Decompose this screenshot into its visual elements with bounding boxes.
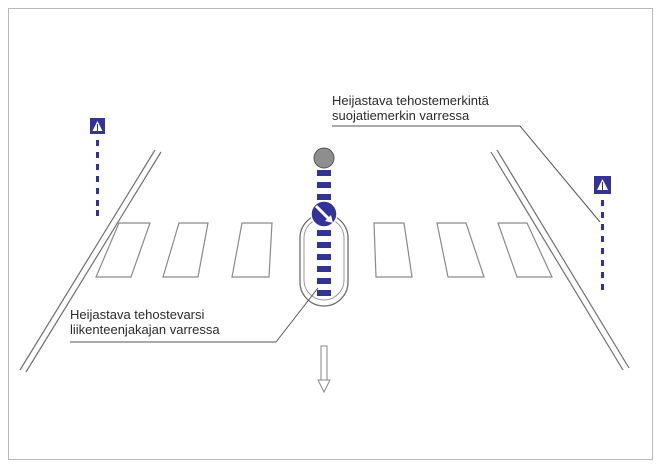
annotation-reflective-arm: Heijastava tehostevarsi liikenteenjakaja… xyxy=(70,307,220,337)
left-road-edge xyxy=(19,149,162,373)
annotation-line: liikenteenjakajan varressa xyxy=(70,322,220,337)
right-crossing-sign xyxy=(594,176,611,290)
zebra-crossing xyxy=(95,222,553,278)
annotation-line: suojatiemerkin varressa xyxy=(332,108,470,123)
annotation-reflective-marking: Heijastava tehostemerkintä suojatiemerki… xyxy=(332,93,489,123)
lane-arrow-marking xyxy=(317,345,331,394)
annotation-line: Heijastava tehostevarsi xyxy=(70,307,205,322)
zebra-stripe xyxy=(231,222,273,278)
left-crossing-sign xyxy=(90,118,105,216)
zebra-stripe xyxy=(95,222,151,278)
zebra-stripe xyxy=(373,222,413,278)
keep-right-sign-icon xyxy=(310,200,338,228)
zebra-stripe xyxy=(436,222,485,278)
island-beacon-post xyxy=(310,147,338,296)
zebra-stripe xyxy=(497,222,553,278)
zebra-stripe xyxy=(162,222,209,278)
leader-lines xyxy=(70,125,601,343)
right-road-edge xyxy=(490,149,630,371)
annotation-line: Heijastava tehostemerkintä xyxy=(332,93,489,108)
beacon-globe xyxy=(313,147,335,169)
